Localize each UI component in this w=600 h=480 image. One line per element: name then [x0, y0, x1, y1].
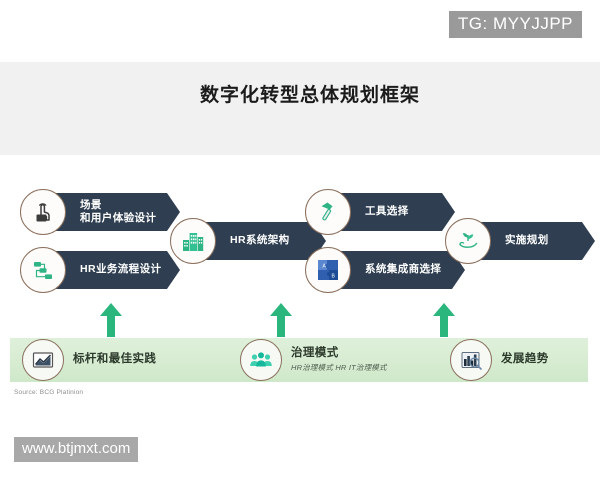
bar-chart-magnifier-icon: [450, 339, 492, 381]
node-label-scenario-ux-design: 场景 和用户体验设计: [46, 193, 180, 231]
arrow-shaft: [107, 314, 115, 337]
node-line-1: 工具选择: [365, 205, 409, 218]
node-label-hr-system-architecture: HR系统架构: [196, 222, 326, 260]
foundation-subtitle: HR治理模式 HR IT治理模式: [291, 363, 387, 373]
upward-arrow-right: [433, 303, 455, 337]
svg-text:A: A: [323, 264, 327, 270]
node-tool-selection[interactable]: 工具选择: [305, 189, 465, 235]
node-line-2: 和用户体验设计: [80, 212, 157, 224]
foundation-item-governance-model[interactable]: 治理模式 HR治理模式 HR IT治理模式: [240, 339, 387, 381]
page-title: 数字化转型总体规划框架: [199, 85, 420, 106]
puzzle-icon: A B: [305, 247, 351, 293]
arrow-head-icon: [100, 303, 122, 316]
foundation-title: 发展趋势: [501, 353, 549, 366]
foundation-text: 标杆和最佳实践: [73, 353, 156, 367]
source-note: Source: BCG Platinion: [14, 389, 84, 396]
svg-text:B: B: [332, 274, 336, 280]
foundation-text: 发展趋势: [501, 353, 549, 367]
node-label-system-integrator-selection: 系统集成商选择: [331, 251, 465, 289]
people-group-icon: [240, 339, 282, 381]
foundation-text: 治理模式 HR治理模式 HR IT治理模式: [291, 347, 387, 374]
node-scenario-ux-design[interactable]: 场景 和用户体验设计: [20, 189, 180, 235]
header-band: [0, 62, 600, 155]
sprout-hand-icon: [445, 218, 491, 264]
node-label-hr-process-design: HR业务流程设计: [46, 251, 180, 289]
arrow-shaft: [440, 314, 448, 337]
node-hr-system-architecture[interactable]: HR系统架构: [170, 218, 330, 264]
hand-tap-icon: [20, 189, 66, 235]
upward-arrow-left: [100, 303, 122, 337]
arrow-head-icon: [433, 303, 455, 316]
arrow-shaft: [277, 314, 285, 337]
chart-picture-icon: [22, 339, 64, 381]
upward-arrow-middle: [270, 303, 292, 337]
foundation-item-development-trend[interactable]: 发展趋势: [450, 339, 549, 381]
node-label-tool-selection: 工具选择: [331, 193, 455, 231]
arrow-head-icon: [270, 303, 292, 316]
buildings-icon: [170, 218, 216, 264]
foundation-title: 治理模式: [291, 346, 339, 359]
diagram-stage: 场景 和用户体验设计 HR业务流程设计: [0, 155, 600, 415]
telegram-watermark: TG: MYYJJPP: [448, 11, 582, 38]
foundation-title: 标杆和最佳实践: [73, 353, 157, 366]
foundation-item-benchmark-best-practice[interactable]: 标杆和最佳实践: [22, 339, 156, 381]
flowchart-icon: [20, 247, 66, 293]
node-line-1: 系统集成商选择: [365, 263, 442, 276]
node-implementation-plan[interactable]: 实施规划: [445, 218, 595, 264]
node-hr-process-design[interactable]: HR业务流程设计: [20, 247, 180, 293]
site-watermark: www.btjmxt.com: [14, 437, 139, 462]
node-line-1: 实施规划: [505, 234, 549, 247]
node-line-1: HR系统架构: [230, 234, 290, 247]
hammer-icon: [305, 189, 351, 235]
node-line-1: 场景: [80, 199, 102, 212]
node-system-integrator-selection[interactable]: 系统集成商选择 A B: [305, 247, 465, 293]
node-line-1: HR业务流程设计: [80, 263, 162, 276]
node-label-implementation-plan: 实施规划: [471, 222, 595, 260]
